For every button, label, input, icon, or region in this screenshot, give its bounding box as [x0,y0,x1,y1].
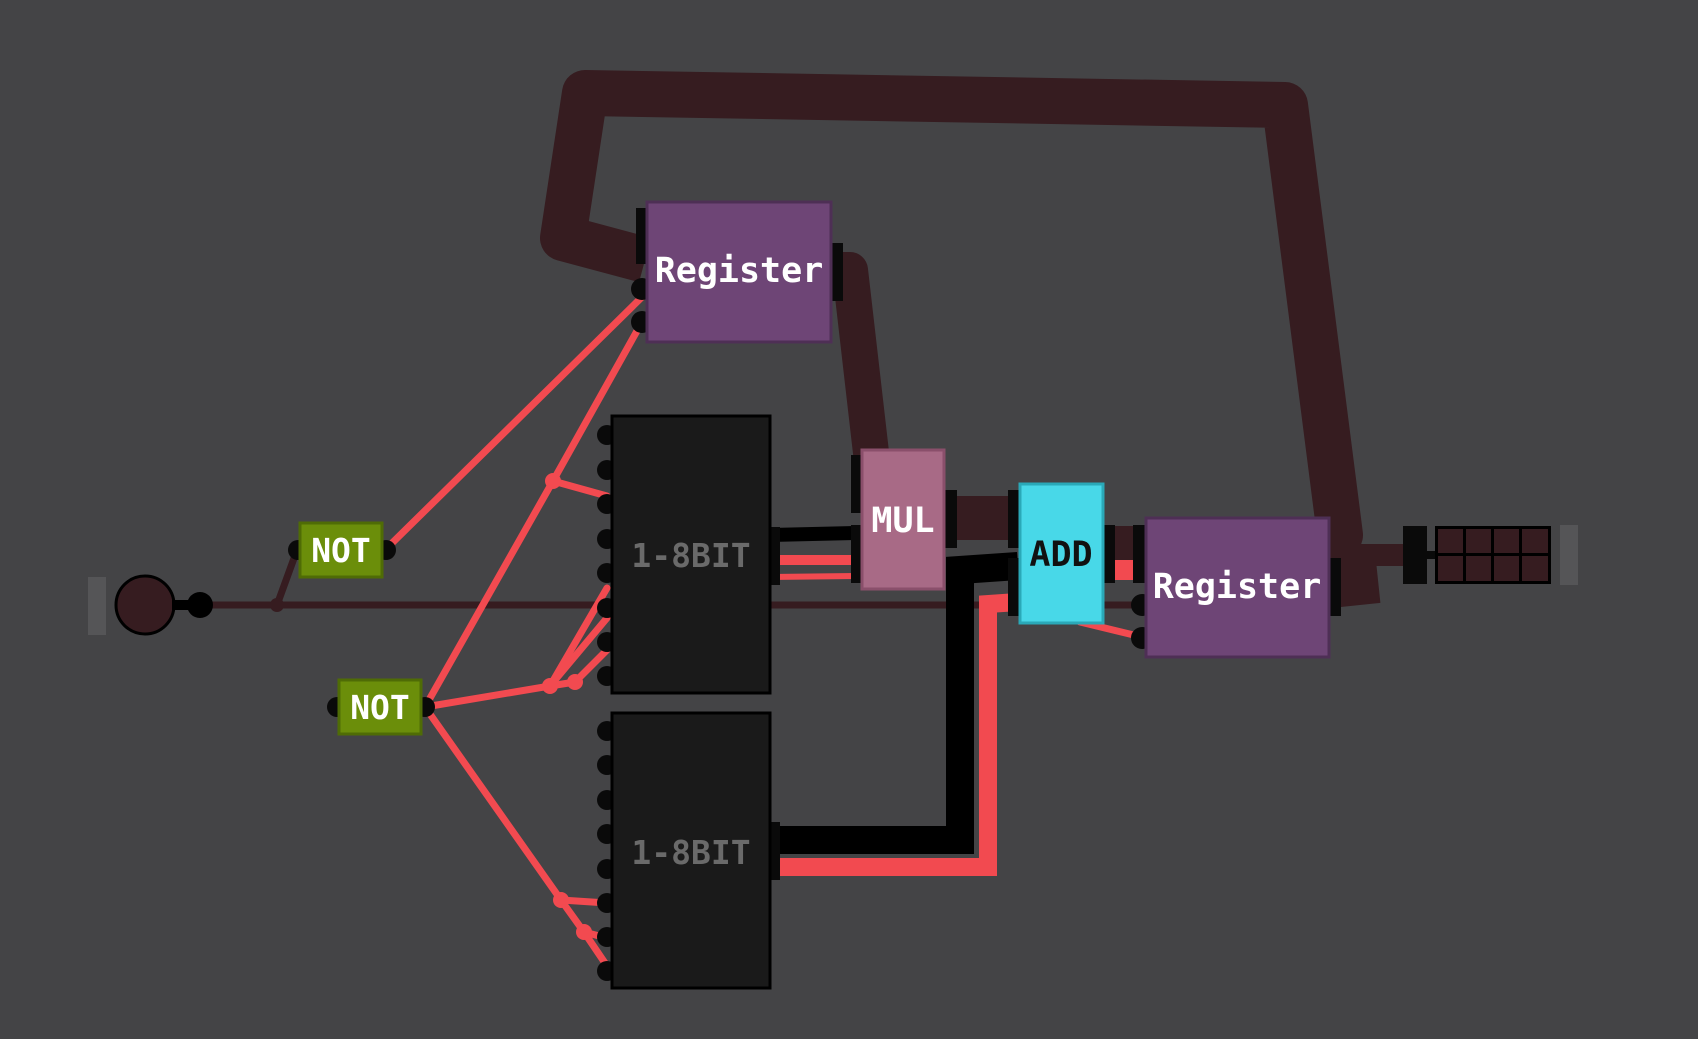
not-upper-to-register-wire[interactable] [381,293,646,554]
not-gate-upper[interactable]: NOT [288,521,396,579]
register-right[interactable]: Register [1131,516,1341,659]
input-switch-stem [172,600,192,610]
register-output-pin[interactable] [831,243,843,301]
decoder-label: 1-8BIT [631,833,750,872]
register-output-pin[interactable] [1329,558,1341,616]
not-gate-label: NOT [311,531,371,570]
byte-output-grid-icon [1435,526,1551,584]
wire-junction [567,674,583,690]
decoder-upper-to-mul-wire-black[interactable] [769,526,856,542]
add-label: ADD [1029,535,1092,575]
mul-output-pin[interactable] [945,490,957,548]
register-body[interactable] [645,200,833,344]
decoder-lower-to-add-wire-black[interactable] [770,552,1019,854]
junction-to-decoder-wire[interactable] [549,477,611,500]
wire-junction [553,892,569,908]
register-top[interactable]: Register [631,200,843,344]
add-input-pin-a[interactable] [1008,490,1020,548]
decoder-upper-to-mul-wire-red-b[interactable] [769,573,856,580]
decoder-lower[interactable]: 1-8BIT [597,711,780,990]
not-gate-body[interactable] [298,521,384,579]
input-to-not-wire[interactable] [273,548,301,607]
decoder-output-wires [769,526,1135,876]
input-switch[interactable] [88,574,213,636]
decoder-body[interactable] [610,711,772,990]
decoder-lower-to-add-wire-red[interactable] [770,593,1019,876]
add-body[interactable] [1018,482,1105,625]
register-input-pin[interactable] [1133,525,1145,583]
wire-junction [576,924,592,940]
register-input-pin[interactable] [636,208,648,264]
output-connector [1427,551,1437,559]
circle-input-icon[interactable] [114,574,176,636]
add-input-pin-b[interactable] [1008,558,1020,616]
active-junctions [542,473,592,940]
decoder-body[interactable] [610,414,772,695]
register-label: Register [1153,567,1322,607]
register-label: Register [655,251,824,291]
not-gate-lower[interactable]: NOT [327,678,435,736]
wire-junction [270,598,284,612]
mul-input-pin-b[interactable] [851,525,863,583]
wire-junction [542,678,558,694]
add-block[interactable]: ADD [1008,482,1115,625]
not-gate-label: NOT [350,688,410,727]
mul-block[interactable]: MUL [851,448,957,591]
add-output-pin[interactable] [1103,525,1115,583]
output-display[interactable] [1403,525,1578,585]
decoder-label: 1-8BIT [631,536,750,575]
input-switch-handle[interactable] [88,577,106,635]
not-gate-body[interactable] [337,678,423,736]
decoder-upper-pin-wire-b[interactable] [546,614,611,690]
output-display-handle[interactable] [1560,525,1578,585]
mul-body[interactable] [860,448,946,591]
not-lower-to-decoder-lower-wire[interactable] [421,703,611,907]
register-body[interactable] [1144,516,1331,659]
add-to-register-red-wire[interactable] [1113,560,1135,580]
wire-junction [545,473,561,489]
decoder-upper[interactable]: 1-8BIT [597,414,780,695]
input-pin[interactable] [187,592,213,618]
mul-label: MUL [871,501,934,541]
mul-input-pin-a[interactable] [851,455,863,513]
output-input-pin[interactable] [1403,526,1427,584]
